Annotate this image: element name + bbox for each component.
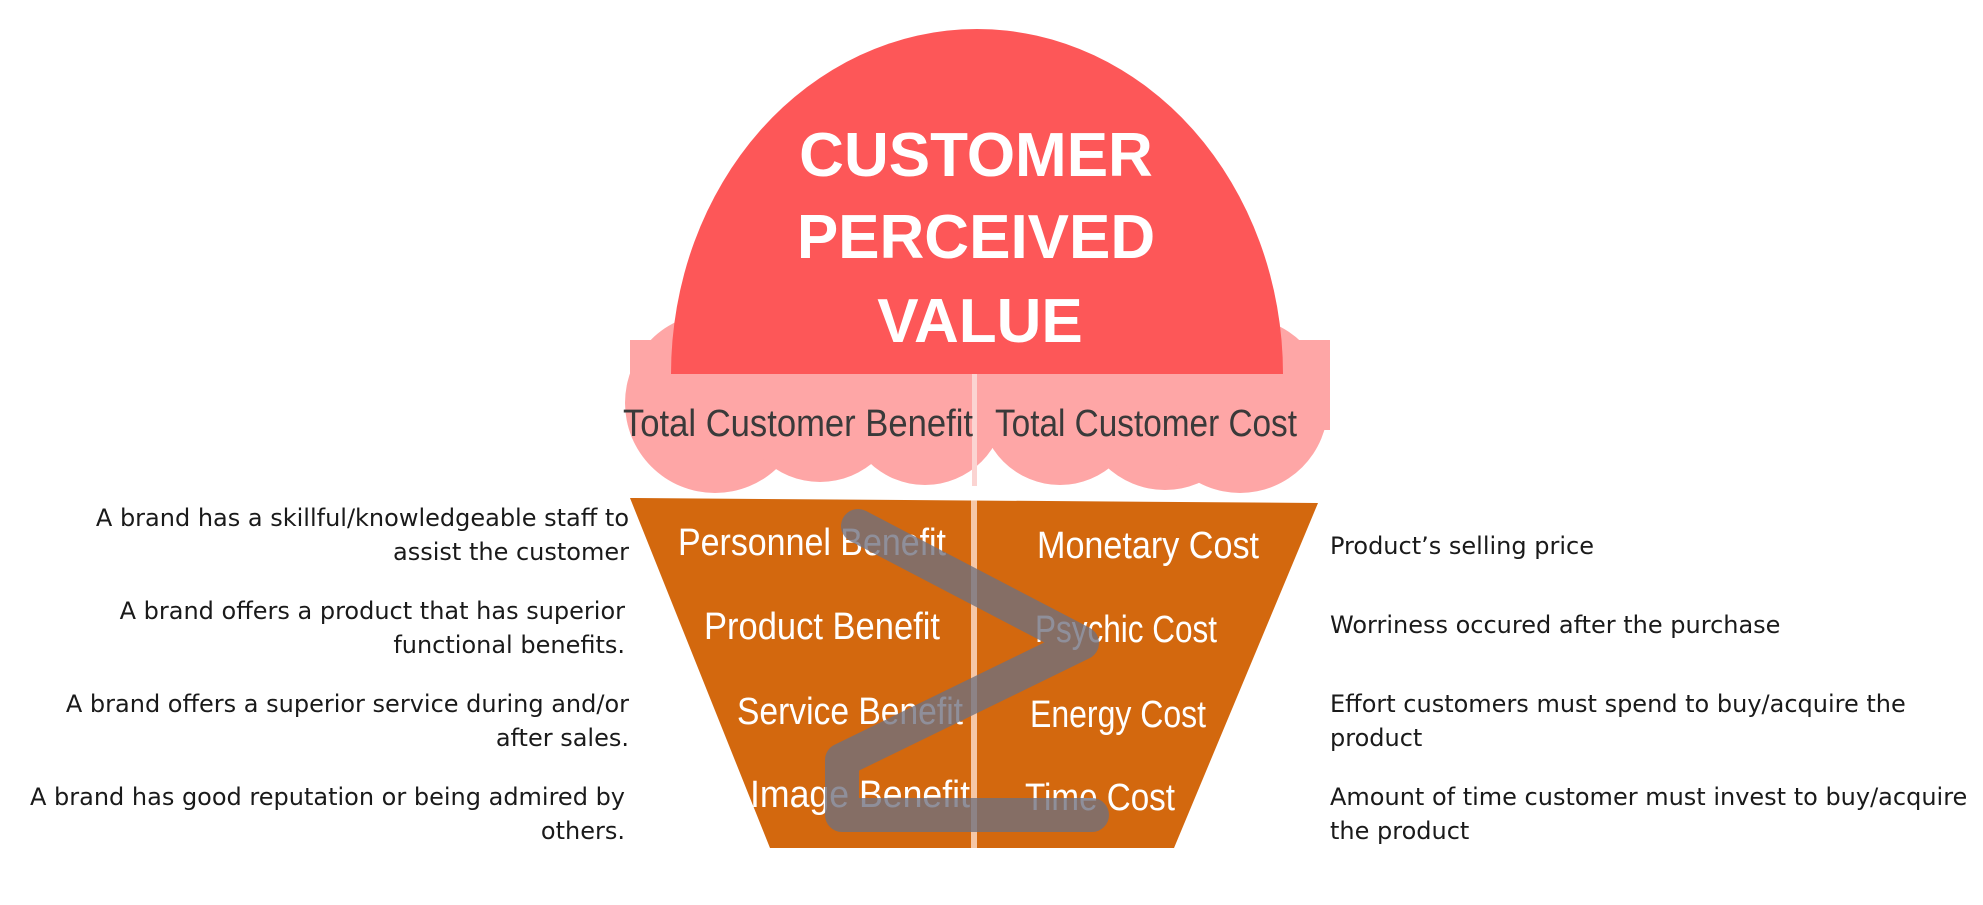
cost-label-energy: Energy Cost xyxy=(1030,694,1206,736)
title-line-1: CUSTOMER xyxy=(799,121,1153,190)
value-dome xyxy=(671,29,1283,374)
total-customer-benefit-label: Total Customer Benefit xyxy=(623,403,973,445)
z-shape-icon xyxy=(825,509,1109,832)
total-customer-cost-label: Total Customer Cost xyxy=(995,403,1297,445)
title-line-2: PERCEIVED xyxy=(797,203,1155,272)
benefit-description-personnel: A brand has a skillful/knowledgeable sta… xyxy=(95,504,629,566)
cost-description-monetary: Product’s selling price xyxy=(1330,532,1594,560)
benefit-label-product: Product Benefit xyxy=(704,606,940,648)
cost-description-time: Amount of time customer must invest to b… xyxy=(1330,783,1968,845)
benefit-description-service: A brand offers a superior service during… xyxy=(65,690,629,752)
benefit-description-image: A brand has good reputation or being adm… xyxy=(29,783,625,845)
title-line-3: VALUE xyxy=(877,287,1083,356)
cone-divider xyxy=(971,500,977,848)
cost-label-monetary: Monetary Cost xyxy=(1037,525,1259,567)
benefit-description-product: A brand offers a product that has superi… xyxy=(119,597,625,659)
scoop-divider xyxy=(972,374,977,486)
cost-description-psychic: Worriness occured after the purchase xyxy=(1330,611,1781,639)
cost-description-energy: Effort customers must spend to buy/acqui… xyxy=(1330,690,1906,752)
